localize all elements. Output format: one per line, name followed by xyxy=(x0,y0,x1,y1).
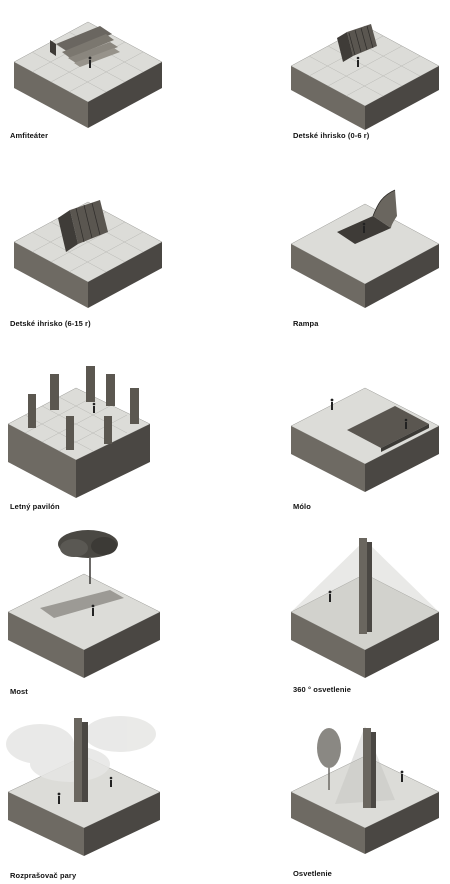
caption-most: Most xyxy=(10,687,28,696)
diagram-tile-molo: Mólo xyxy=(225,352,450,528)
diagram-tile-detske-ihrisko-6-15: Detské ihrisko (6-15 r) xyxy=(0,176,225,352)
caption-360-osvetlenie: 360 ° osvetlenie xyxy=(293,685,351,694)
light-tower xyxy=(359,538,372,634)
diagram-tile-osvetlenie: Osvetlenie xyxy=(225,704,450,880)
caption-molo: Mólo xyxy=(293,502,311,511)
caption-amfiteater: Amfiteáter xyxy=(10,131,48,140)
caption-rampa: Rampa xyxy=(293,319,319,328)
diagram-tile-most: Most xyxy=(0,528,225,704)
ramp-illustration xyxy=(225,176,450,352)
caption-osvetlenie: Osvetlenie xyxy=(293,869,332,878)
diagram-tile-360-osvetlenie: 360 ° osvetlenie xyxy=(225,528,450,704)
diagram-tile-detske-ihrisko-0-6: Detské ihrisko (0-6 r) xyxy=(225,0,450,176)
light-wall xyxy=(363,728,376,808)
caption-letny-pavilon: Letný pavilón xyxy=(10,502,60,511)
mist-sprayer-illustration xyxy=(0,704,225,880)
pier-illustration xyxy=(225,352,450,528)
playground-young-illustration xyxy=(225,0,450,176)
caption-detske-ihrisko-0-6: Detské ihrisko (0-6 r) xyxy=(293,131,369,140)
caption-rozprasovac-pary: Rozprašovač pary xyxy=(10,871,76,880)
diagram-tile-rozprasovac-pary: Rozprašovač pary xyxy=(0,704,225,880)
light-tower-360-illustration xyxy=(225,528,450,704)
diagram-tile-amfiteater: Amfiteáter xyxy=(0,0,225,176)
amphitheater-illustration xyxy=(0,0,225,176)
diagram-tile-letny-pavilon: Letný pavilón xyxy=(0,352,225,528)
caption-detske-ihrisko-6-15: Detské ihrisko (6-15 r) xyxy=(10,319,91,328)
mist-tower xyxy=(74,718,88,802)
diagram-tile-rampa: Rampa xyxy=(225,176,450,352)
light-wall-illustration xyxy=(225,704,450,880)
bridge-illustration xyxy=(0,528,225,704)
person-figure xyxy=(89,57,92,68)
